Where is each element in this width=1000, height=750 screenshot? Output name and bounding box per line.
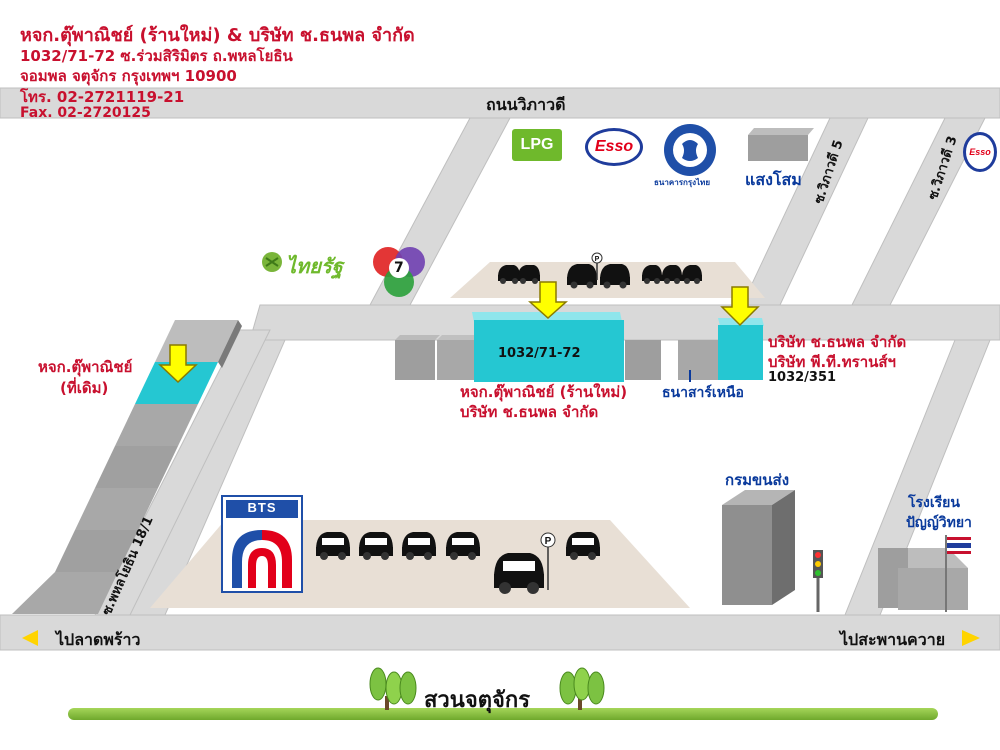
tree-icon-right	[559, 667, 605, 710]
arrow-right-building	[720, 286, 760, 327]
road-soi3	[851, 117, 986, 306]
right-building-label-1: บริษัท ช.ธนพล จำกัด	[768, 333, 907, 351]
right-building[interactable]	[718, 318, 764, 380]
svg-text:P: P	[595, 256, 600, 263]
right-building-number: 1032/351	[768, 370, 837, 385]
sangsom-label: แสงโสม	[745, 170, 802, 189]
channel7-label: 7	[394, 260, 404, 276]
arrow-markers	[158, 281, 760, 384]
right-building-label-2: บริษัท พี.ที.ทรานส์ฯ	[768, 353, 896, 371]
address-line-2: จอมพล จตุจักร กรุงเทพฯ 10900	[20, 67, 237, 85]
thairath-label: ไทยรัฐ	[286, 254, 343, 278]
arrow-old-shop	[158, 344, 198, 384]
lpg-badge: LPG	[512, 129, 562, 161]
fax-number: Fax. 02-2720125	[20, 105, 151, 121]
phone-number: โทร. 02-2721119-21	[20, 88, 185, 106]
old-shop-label-2: (ที่เดิม)	[60, 379, 109, 397]
park-grass	[68, 708, 938, 720]
arrow-left-icon	[22, 630, 38, 646]
road-main-bottom	[0, 614, 1000, 651]
thairath-logo	[262, 252, 282, 272]
svg-text:P: P	[545, 536, 552, 547]
krungthai-bank-logo	[664, 124, 716, 176]
parking-sign-icon-bottom: P	[540, 532, 556, 590]
school-label-line1: โรงเรียน	[908, 495, 960, 511]
transport-dept-label: กรมขนส่ง	[725, 471, 790, 489]
krungthai-bank-label: ธนาคารกรุงไทย	[654, 178, 711, 187]
road-label-to-saphan-khwai: ไปสะพานควาย	[840, 630, 946, 649]
arrow-right-icon	[962, 630, 980, 646]
road-soi5	[741, 117, 869, 306]
tree-icon-left	[369, 667, 417, 710]
channel7-logo	[373, 247, 425, 297]
road-network	[0, 87, 1000, 651]
esso-logo-soi3: Esso	[963, 132, 997, 172]
main-building[interactable]	[472, 312, 624, 382]
road-label-to-ladprao: ไปลาดพร้าว	[56, 630, 141, 649]
bottom-parking-cars	[316, 532, 600, 594]
transport-dept-building	[722, 490, 795, 605]
main-building-number: 1032/71-72	[498, 346, 581, 361]
arrow-main-shop	[528, 281, 568, 320]
sangsom-building	[748, 128, 814, 161]
park-label: สวนจตุจักร	[424, 688, 531, 713]
school-building	[878, 548, 968, 610]
old-shop-label-1: หจก.ตุ๊พาณิชย์	[38, 358, 133, 376]
traffic-light-icon	[813, 550, 823, 612]
middle-building-row	[395, 335, 718, 380]
company-title: หจก.ตุ๊พาณิชย์ (ร้านใหม่) & บริษัท ช.ธนพ…	[20, 25, 415, 46]
esso-logo-main: Esso	[585, 128, 643, 166]
road-phahon-18-1	[94, 329, 271, 616]
parking-sign-icon-top: P	[591, 252, 603, 280]
school-label-line2: ปัญญ์วิทยา	[906, 515, 972, 531]
road-vibhavadi	[0, 87, 1000, 119]
address-line-1: 1032/71-72 ซ.ร่วมสิริมิตร ถ.พหลโยธิน	[20, 47, 293, 65]
top-parking-cars	[498, 264, 702, 289]
thai-flag-icon	[945, 535, 971, 612]
main-building-label-1: หจก.ตุ๊พาณิชย์ (ร้านใหม่)	[460, 383, 628, 401]
bts-label: BTS	[247, 500, 277, 515]
main-building-label-2: บริษัท ช.ธนพล จำกัด	[460, 403, 599, 421]
bts-logo	[221, 495, 303, 593]
road-right-lower	[844, 339, 991, 616]
road-label-vibhavadi: ถนนวิภาวดี	[486, 95, 566, 114]
bank-branch-label: ธนาสาร์เหนือ	[662, 385, 744, 401]
